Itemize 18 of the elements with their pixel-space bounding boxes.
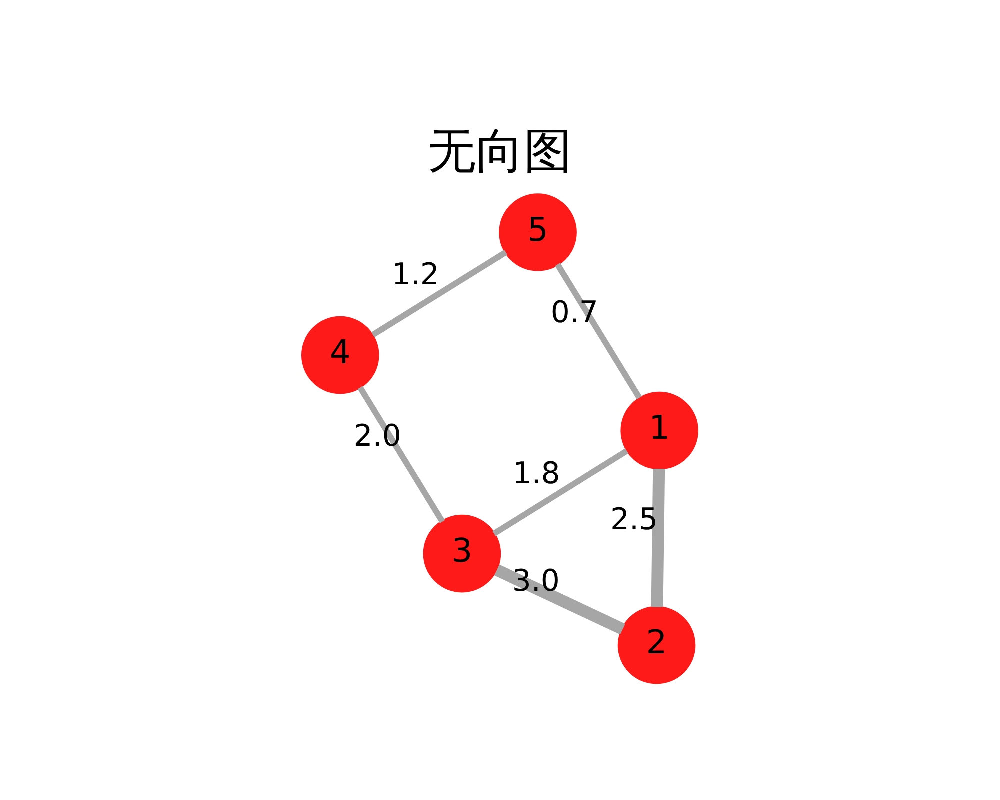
connector — [358, 386, 446, 524]
node-circle: 1 — [620, 392, 699, 470]
connector — [371, 250, 508, 338]
connector — [494, 564, 626, 635]
connector — [651, 469, 666, 608]
node-circle: 5 — [499, 194, 577, 272]
edge-label: 3.0 — [512, 564, 560, 599]
node-circle: 2 — [618, 606, 696, 684]
edge-label: 2.0 — [354, 418, 402, 454]
connector — [492, 448, 629, 536]
edge-label: 2.5 — [610, 502, 658, 538]
node-circle: 4 — [301, 316, 380, 394]
edge-label: 1.8 — [512, 456, 560, 492]
diagram-title: 无向图 — [428, 124, 572, 180]
node-circle: 3 — [423, 514, 502, 593]
edge-label: 1.2 — [392, 258, 440, 293]
edge-label: 0.7 — [550, 295, 598, 330]
connector — [555, 263, 642, 400]
